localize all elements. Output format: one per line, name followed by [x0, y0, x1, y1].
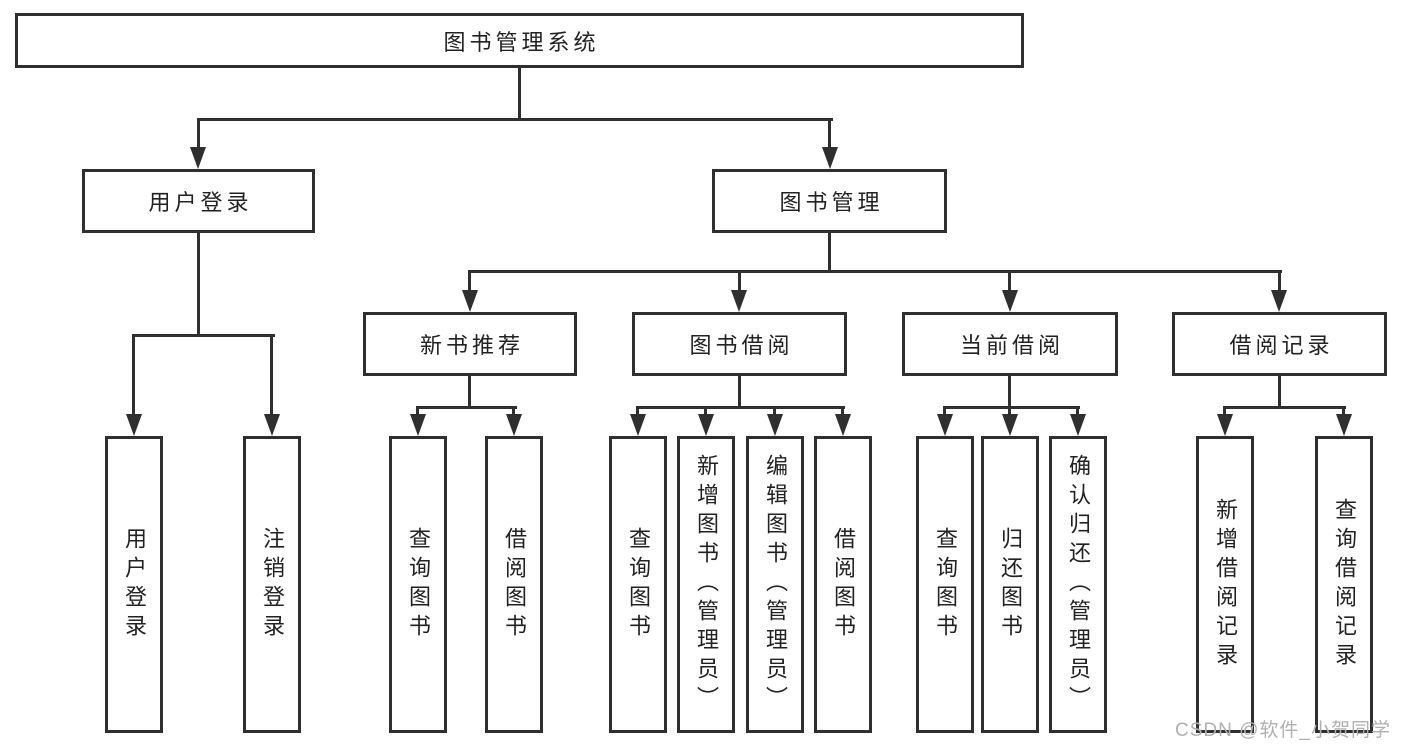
connector-line [132, 334, 275, 337]
arrow-down-icon [1002, 290, 1018, 312]
connector-line [738, 270, 741, 292]
arrow-down-icon [1271, 290, 1287, 312]
connector-line [132, 334, 135, 414]
arrow-down-icon [1070, 414, 1086, 436]
arrow-down-icon [835, 414, 851, 436]
connector-line [197, 118, 833, 121]
arrow-down-icon [937, 414, 953, 436]
connector-line [416, 406, 419, 416]
node-library-system: 图书管理系统 [15, 13, 1024, 68]
leaf-label: 新增借阅记录 [1213, 497, 1238, 672]
leaf-label: 编辑图书（管理员） [763, 454, 788, 715]
node-label: 图书管理系统 [443, 29, 600, 55]
connector-line [512, 406, 515, 416]
node-label: 图书管理 [779, 190, 884, 215]
arrow-down-icon [190, 147, 206, 169]
leaf-query-books-c: 查询图书 [916, 436, 974, 733]
leaf-borrow-books-a: 借阅图书 [485, 436, 543, 733]
leaf-borrow-books-b: 借阅图书 [814, 436, 872, 733]
connector-line [943, 406, 1080, 409]
leaf-label: 查询图书 [933, 526, 958, 643]
connector-line [828, 231, 831, 273]
node-label: 当前借阅 [959, 333, 1064, 358]
connector-line [1278, 374, 1281, 409]
arrow-down-icon [126, 414, 142, 436]
leaf-add-borrow-record: 新增借阅记录 [1196, 436, 1254, 733]
connector-line [841, 406, 844, 416]
connector-line [197, 118, 200, 149]
arrow-down-icon [1217, 414, 1233, 436]
connector-line [270, 334, 273, 414]
node-label: 借阅记录 [1229, 333, 1334, 358]
leaf-label: 新增图书（管理员） [694, 454, 719, 715]
connector-line [1223, 406, 1346, 409]
connector-line [468, 270, 471, 292]
node-label: 新书推荐 [419, 333, 524, 358]
leaf-label: 查询借阅记录 [1332, 497, 1357, 672]
watermark: CSDN @软件_小贺同学 [1175, 720, 1391, 741]
connector-line [828, 118, 831, 149]
leaf-label: 归还图书 [998, 526, 1023, 643]
connector-line [704, 406, 707, 416]
leaf-user-login: 用户登录 [105, 436, 163, 733]
connector-line [1008, 406, 1011, 416]
leaf-confirm-return-admin: 确认归还（管理员） [1049, 436, 1107, 733]
connector-line [1008, 270, 1011, 292]
node-new-book-recommendation: 新书推荐 [363, 312, 577, 376]
connector-line [1342, 406, 1345, 416]
connector-line [1076, 406, 1079, 416]
leaf-query-books-a: 查询图书 [389, 436, 447, 733]
leaf-logout: 注销登录 [243, 436, 301, 733]
connector-line [1278, 270, 1281, 292]
arrow-down-icon [506, 414, 522, 436]
node-label: 用户登录 [148, 190, 253, 215]
leaf-label: 注销登录 [260, 526, 285, 643]
connector-line [943, 406, 946, 416]
node-current-borrowing: 当前借阅 [902, 312, 1118, 376]
node-borrowing-records: 借阅记录 [1172, 312, 1387, 376]
arrow-down-icon [767, 414, 783, 436]
connector-line [518, 68, 521, 121]
connector-line [636, 406, 845, 409]
connector-line [738, 374, 741, 409]
leaf-label: 确认归还（管理员） [1066, 454, 1091, 715]
arrow-down-icon [462, 290, 478, 312]
arrow-down-icon [264, 414, 280, 436]
arrow-down-icon [731, 290, 747, 312]
arrow-down-icon [698, 414, 714, 436]
node-book-management: 图书管理 [712, 169, 947, 233]
connector-line [636, 406, 639, 416]
connector-line [773, 406, 776, 416]
connector-line [1008, 374, 1011, 409]
connector-line [468, 270, 1282, 273]
leaf-label: 用户登录 [122, 526, 147, 643]
leaf-add-book-admin: 新增图书（管理员） [677, 436, 735, 733]
leaf-edit-book-admin: 编辑图书（管理员） [746, 436, 804, 733]
arrow-down-icon [410, 414, 426, 436]
arrow-down-icon [1336, 414, 1352, 436]
connector-line [468, 374, 471, 409]
node-user-login: 用户登录 [82, 169, 315, 233]
arrow-down-icon [630, 414, 646, 436]
leaf-label: 查询图书 [626, 526, 651, 643]
leaf-label: 借阅图书 [831, 526, 856, 643]
connector-line [197, 231, 200, 337]
connector-line [1223, 406, 1226, 416]
arrow-down-icon [822, 147, 838, 169]
leaf-label: 借阅图书 [502, 526, 527, 643]
leaf-query-borrow-record: 查询借阅记录 [1315, 436, 1373, 733]
leaf-label: 查询图书 [406, 526, 431, 643]
node-book-borrowing: 图书借阅 [632, 312, 847, 376]
leaf-query-books-b: 查询图书 [609, 436, 667, 733]
connector-line [416, 406, 517, 409]
leaf-return-book: 归还图书 [981, 436, 1039, 733]
node-label: 图书借阅 [689, 333, 794, 358]
arrow-down-icon [1002, 414, 1018, 436]
